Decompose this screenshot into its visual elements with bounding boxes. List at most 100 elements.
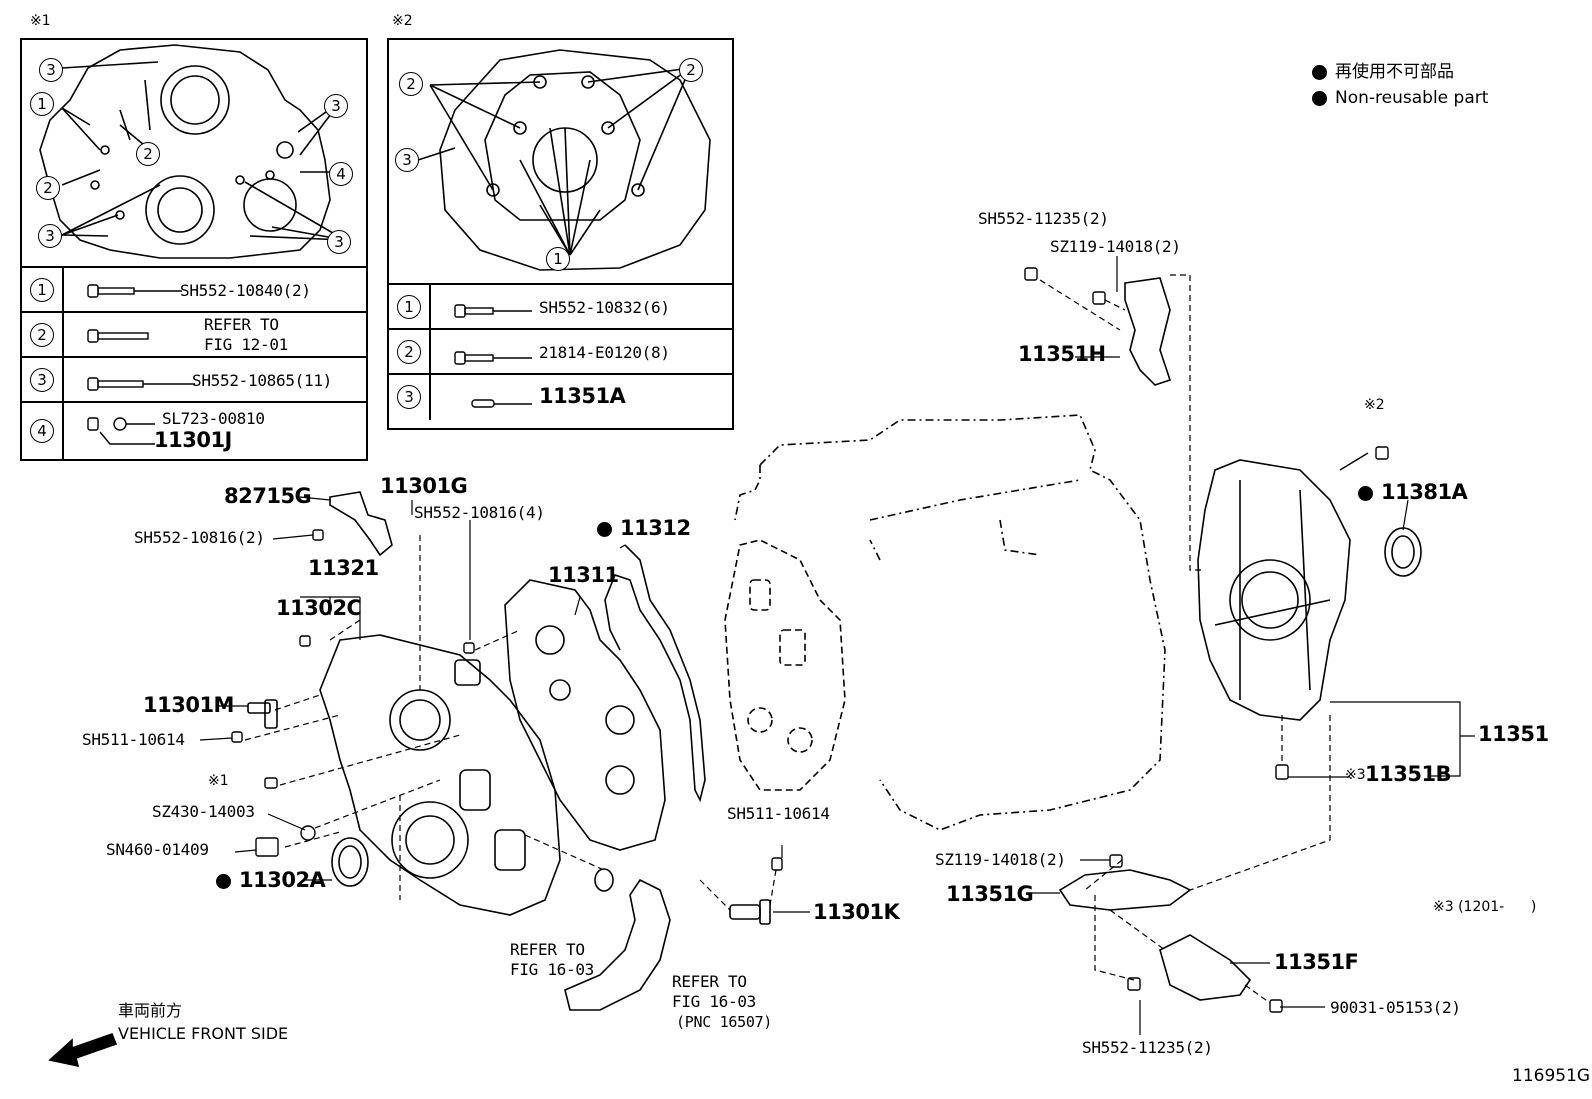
part-label-sz119-14018-top[interactable]: SZ119-14018(2) [1050,237,1181,256]
inset2-panel: 2 2 3 1 1 SH552-10832(6) 2 21814-E0120(8… [387,38,734,430]
part-number: 11381A [1381,480,1468,504]
legend-jp-text: 再使用不可部品 [1335,62,1454,82]
inset1-part-line2: FIG 12-01 [204,335,288,354]
inset1-row-num: 4 [30,419,54,443]
part-label-11381a[interactable]: 11381A [1358,480,1468,504]
bolt-icons [231,267,1389,1013]
part-label-sh552-10816-2[interactable]: SH552-10816(2) [134,528,265,547]
inset2-callout-2: 2 [399,72,423,96]
front-side-jp: 車両前方 [118,1001,183,1020]
inset1-row-num: 1 [30,278,54,302]
inset1-drawing [39,44,346,259]
bracket-82715g [329,491,393,557]
inset2-marker: ※2 [392,13,413,29]
seal-11302a [331,837,369,887]
inset2-row-num: 2 [397,340,421,364]
inset2-row-3: 3 11351A [389,373,732,420]
inset2-part: 11351A [539,384,626,408]
part-label-sh511-10614-b[interactable]: SH511-10614 [727,804,830,823]
part-label-star1[interactable]: ※1 [208,773,229,789]
timing-cover-11321-outline [319,634,561,916]
inset1-part: REFER TO [204,315,279,334]
inset1-callout-2b: 2 [36,176,60,200]
inset2-part: 21814-E0120(8) [539,343,670,362]
inset1-callout-3c: 3 [324,94,348,118]
refer-label-2-line1[interactable]: REFER TO [672,972,747,991]
part-label-11312[interactable]: 11312 [597,518,691,539]
figure-number: 116951G [1512,1066,1591,1086]
inset2-part: SH552-10832(6) [539,298,670,317]
leader-lines [199,256,1475,1035]
inset2-row-num: 3 [397,385,421,409]
sensor-11301m [247,699,278,729]
bracket-11351h [1124,277,1172,386]
part-label-sh511-10614-a[interactable]: SH511-10614 [82,730,185,749]
sensor-11301k [729,899,771,925]
refer-label-1-line1[interactable]: REFER TO [510,940,585,959]
note-star3-range: ※3 (1201- ) [1433,899,1537,915]
part-label-11351g[interactable]: 11351G [946,882,1034,906]
dashed-assembly-lines [244,274,1331,1004]
non-reusable-dot-icon [1312,90,1327,106]
part-label-11301k[interactable]: 11301K [813,900,900,924]
refer-label-1-line2[interactable]: FIG 16-03 [510,960,594,979]
inset2-callout-1: 1 [546,247,570,271]
inset1-part: SH552-10865(11) [192,371,332,390]
part-label-11301g[interactable]: 11301G [380,474,468,498]
inset2-callout-3: 3 [395,148,419,172]
timing-plate-outline [724,539,846,791]
inset1-callout-3: 3 [39,58,63,82]
part-label-11351b[interactable]: 11351B [1365,762,1452,786]
part-label-sh552-11235-bot[interactable]: SH552-11235(2) [1082,1038,1213,1057]
hose-outline [564,878,671,1011]
part-label-sz119-14018-bot[interactable]: SZ119-14018(2) [935,850,1066,869]
gasket-11311-outline [504,579,666,851]
front-arrow[interactable] [48,1032,118,1068]
inset1-marker: ※1 [30,13,51,29]
part-label-sh552-10816-4[interactable]: SH552-10816(4) [414,503,545,522]
inset1-row-2: 2 REFER TO FIG 12-01 [22,311,366,358]
legend-en: Non-reusable part [1312,90,1488,107]
part-label-11302c[interactable]: 11302C [276,596,362,620]
seal-11381a [1384,527,1422,577]
non-reusable-dot-icon [1312,64,1327,80]
non-reusable-dot-icon [216,873,231,889]
part-label-11351f[interactable]: 11351F [1274,950,1359,974]
inset1-row-num: 3 [30,368,54,392]
part-label-11351[interactable]: 11351 [1478,722,1549,746]
part-label-11302a[interactable]: 11302A [216,870,326,891]
part-label-11311[interactable]: 11311 [548,563,619,587]
legend-jp: 再使用不可部品 [1312,64,1454,81]
inset2-row-2: 2 21814-E0120(8) [389,328,732,375]
front-side-en: VEHICLE FRONT SIDE [118,1024,289,1043]
inset1-part: SL723-00810 [162,409,265,428]
inset2-row-1: 1 SH552-10832(6) [389,283,732,330]
refer-label-2-pnc[interactable]: (PNC 16507) [676,1013,773,1031]
refer-label-2-line2[interactable]: FIG 16-03 [672,992,756,1011]
part-label-11321[interactable]: 11321 [308,556,379,580]
part-label-82715g[interactable]: 82715G [224,484,312,508]
inset1-row-3: 3 SH552-10865(11) [22,356,366,403]
inset1-row-1: 1 SH552-10840(2) [22,266,366,313]
inset2-row-num: 1 [397,295,421,319]
part-label-sn460-01409[interactable]: SN460-01409 [106,840,209,859]
bracket-11351f [1159,934,1252,1001]
part-number: 11312 [620,516,691,540]
inset1-row-num: 2 [30,323,54,347]
gasket-11312-outline [604,544,706,803]
part-label-11301m[interactable]: 11301M [143,693,234,717]
part-label-sz430-14003[interactable]: SZ430-14003 [152,802,255,821]
inset1-row-4: 4 SL723-00810 11301J [22,401,366,461]
non-reusable-dot-icon [1358,485,1373,501]
inset1-callout-3d: 3 [327,230,351,254]
part-label-star3[interactable]: ※3 [1345,767,1366,783]
part-label-11351h[interactable]: 11351H [1018,342,1106,366]
inset1-panel: 3 1 2 2 3 3 4 3 1 SH552-10840(2) 2 REFER… [20,38,368,461]
part-label-sh552-11235-top[interactable]: SH552-11235(2) [978,209,1109,228]
part-label-star2[interactable]: ※2 [1364,397,1385,413]
inset1-callout-3b: 3 [38,224,62,248]
engine-block-outline [734,414,1166,831]
inset2-drawing [417,49,711,271]
part-label-90031-05153[interactable]: 90031-05153(2) [1330,998,1461,1017]
